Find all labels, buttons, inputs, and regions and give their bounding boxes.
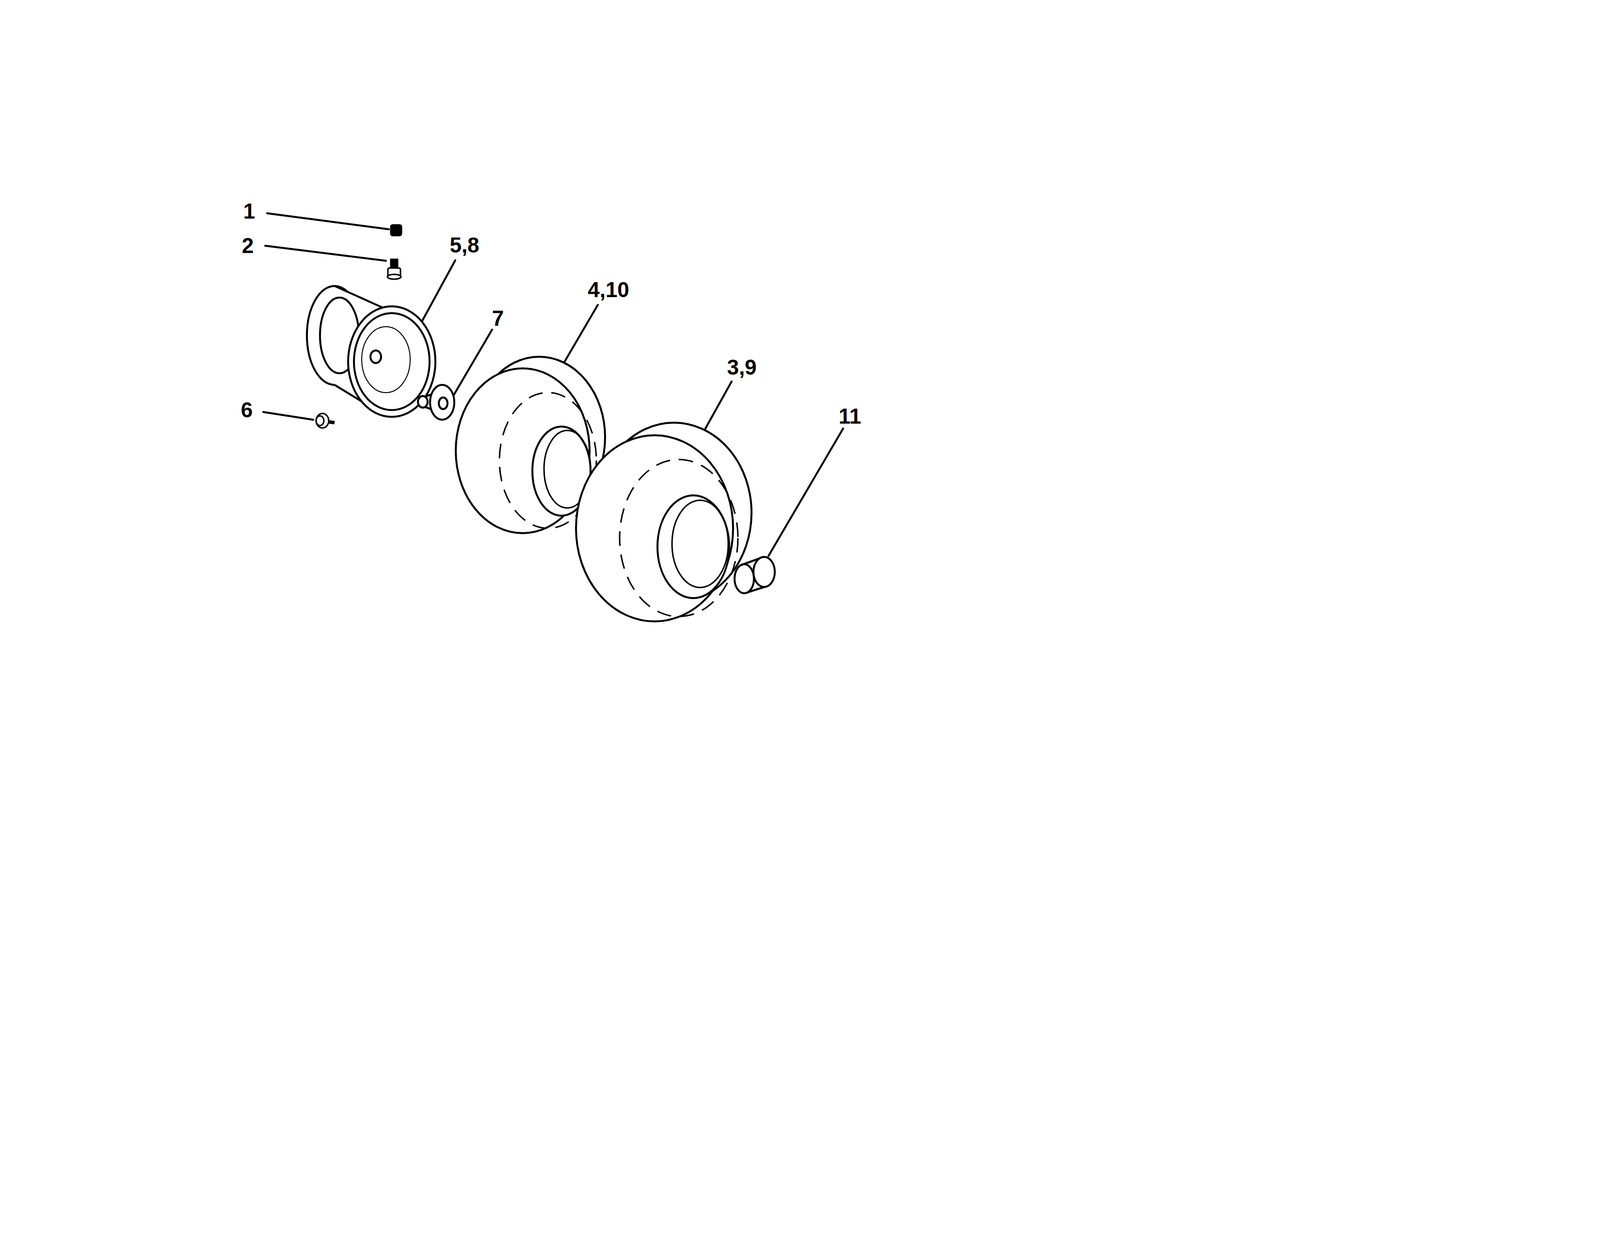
callout-number: 1 [243,200,256,223]
callout-number: 7 [492,307,504,330]
callout-number: 5,8 [449,234,480,256]
callout-number: 6 [240,399,253,421]
callout-number: 4,10 [587,279,630,301]
callout-number: 11 [838,405,862,428]
callout-number: 2 [241,235,254,257]
callout-number: 3,9 [726,356,757,379]
